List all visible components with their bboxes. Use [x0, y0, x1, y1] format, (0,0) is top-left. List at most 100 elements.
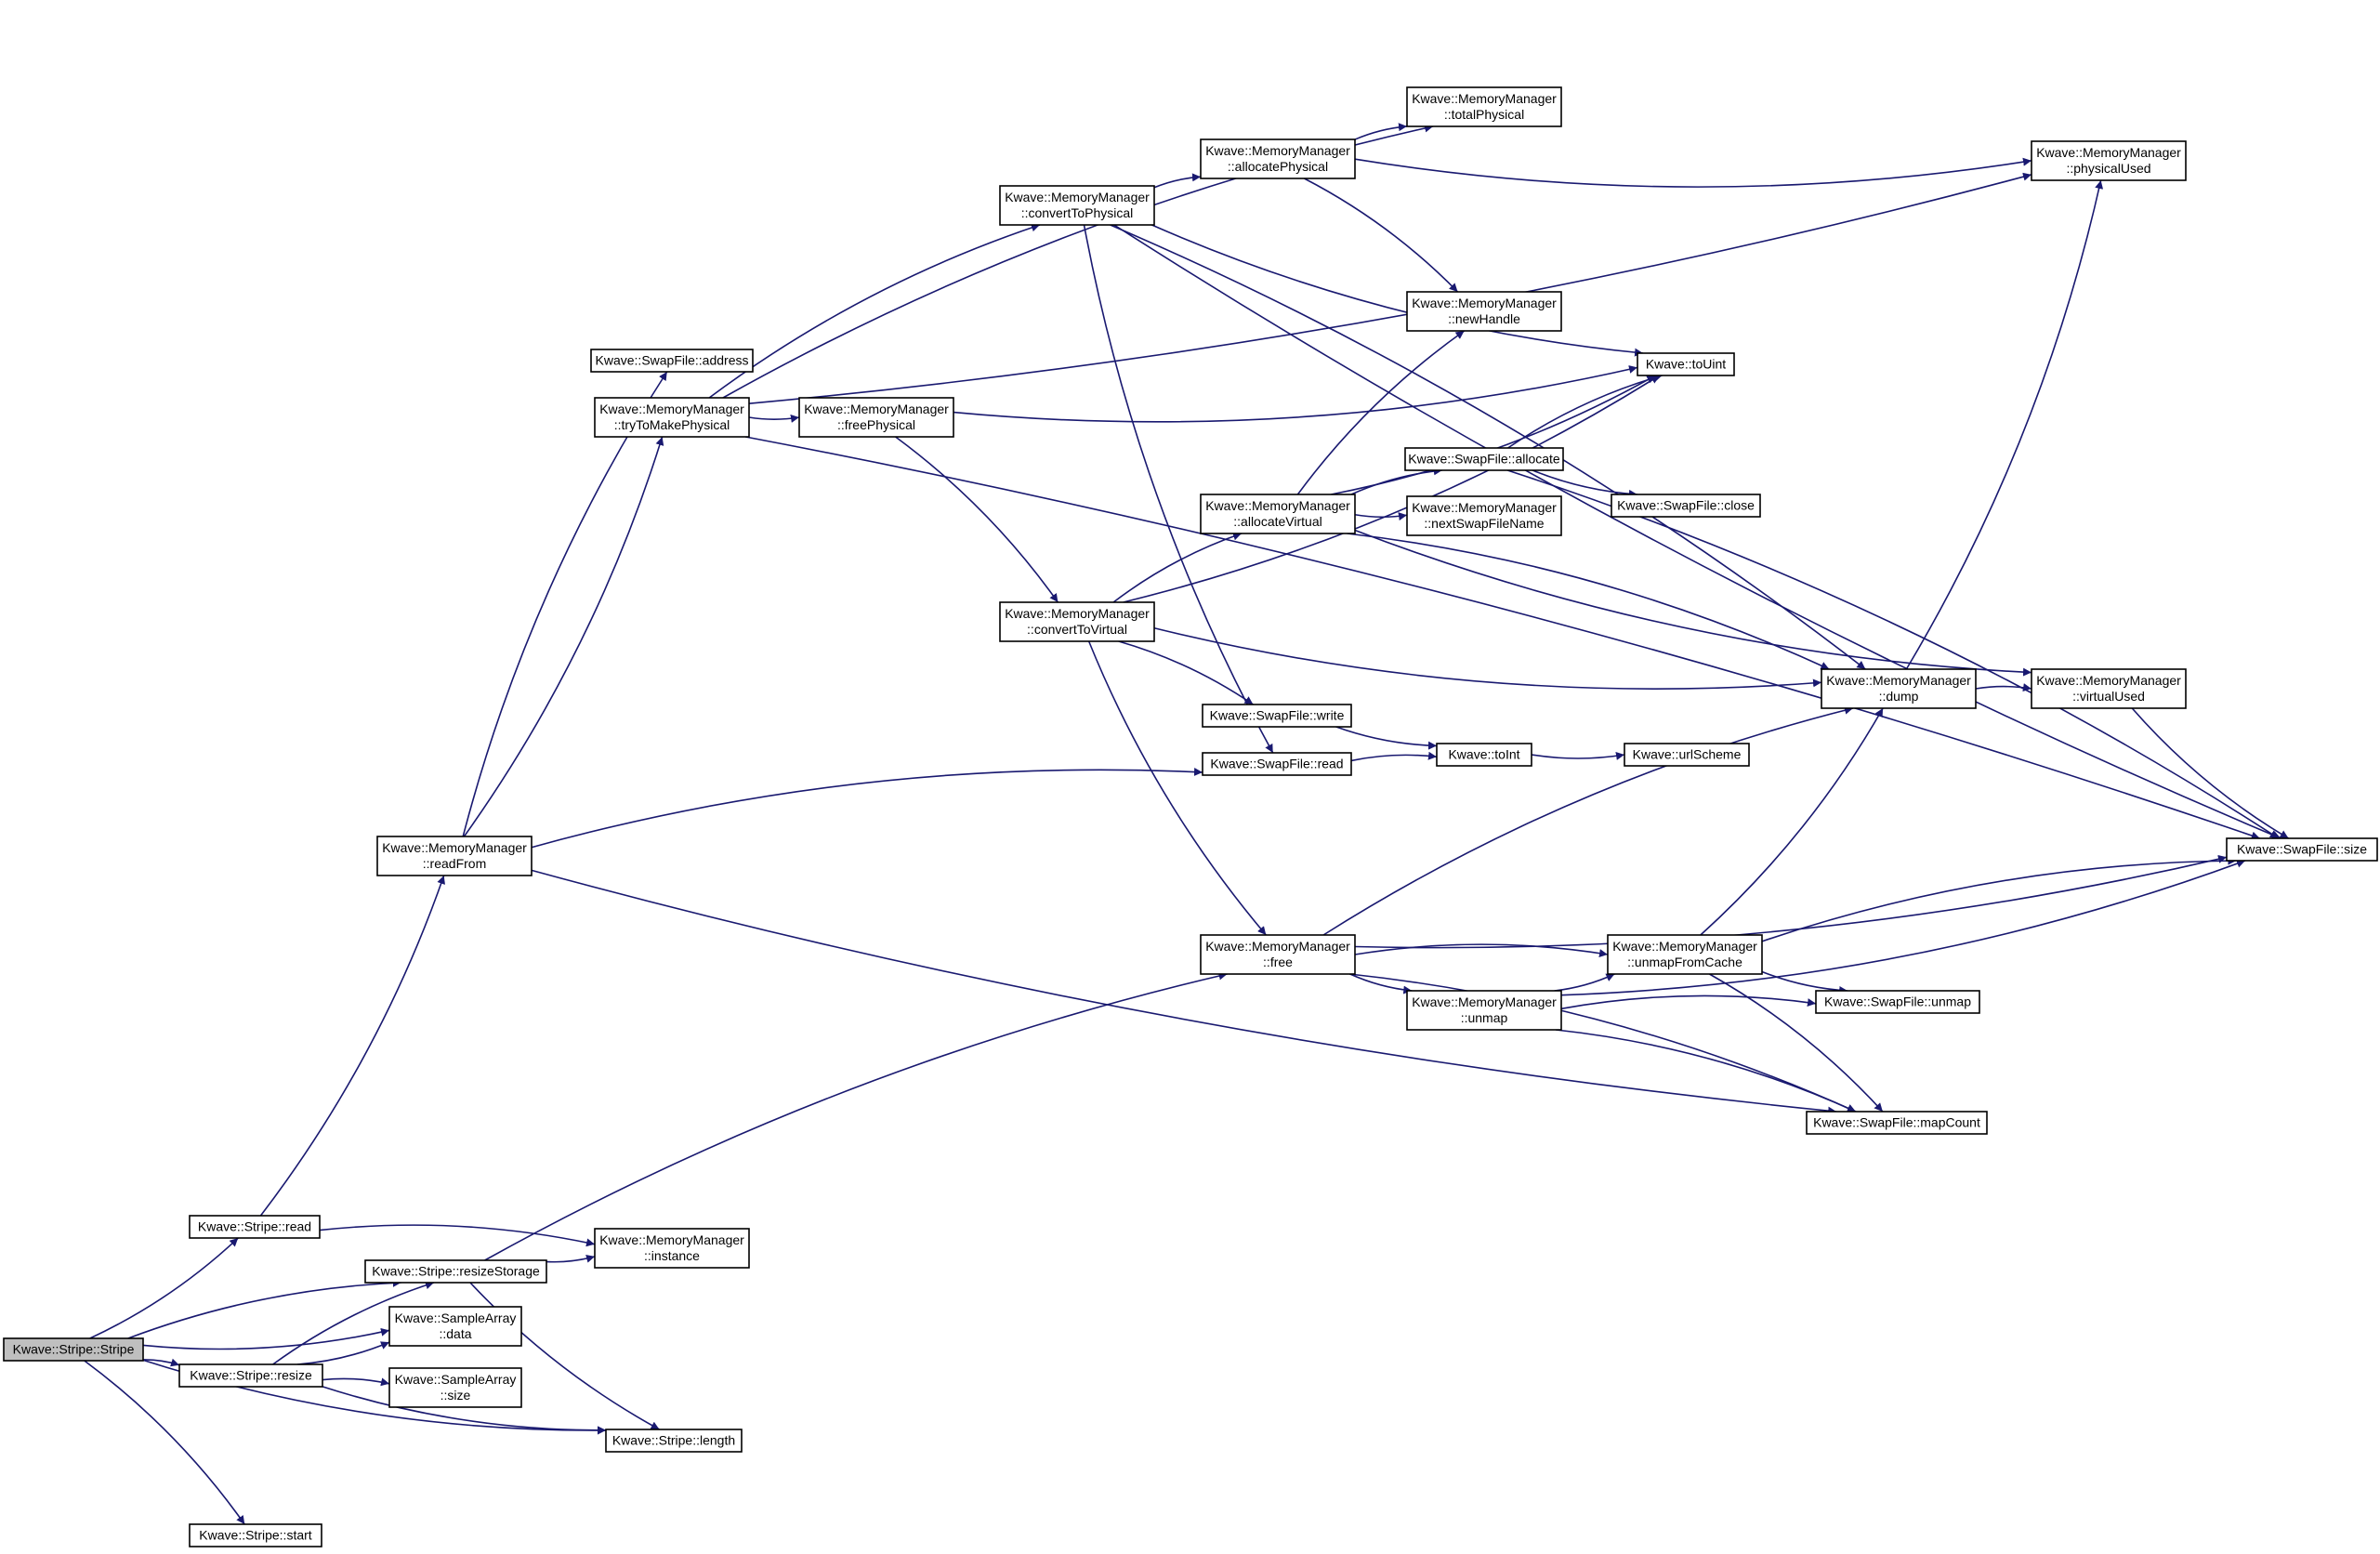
edge-line — [1507, 374, 1663, 449]
edge-line — [469, 1282, 660, 1430]
node-label: Kwave::SwapFile::mapCount — [1813, 1115, 1980, 1130]
node-box — [594, 397, 750, 438]
node-stripe_start[interactable]: Kwave::Stripe::start — [189, 1523, 322, 1547]
node-label: Kwave::SwapFile::allocate — [1408, 452, 1560, 467]
node-box — [999, 185, 1155, 226]
node-box — [1406, 990, 1562, 1031]
node-mm_free[interactable]: Kwave::MemoryManager::free — [1200, 934, 1356, 975]
node-sf_allocate[interactable]: Kwave::SwapFile::allocate — [1404, 447, 1564, 471]
node-label: Kwave::MemoryManager — [1205, 143, 1350, 158]
edge-line — [1118, 640, 1254, 705]
edge-mm_readfrom-to-sf_address — [462, 371, 668, 837]
node-mm_convvirt[interactable]: Kwave::MemoryManager::convertToVirtual — [999, 601, 1155, 642]
node-resize_storage[interactable]: Kwave::Stripe::resizeStorage — [364, 1259, 547, 1284]
edge-mm_unmapcache-to-sf_size — [1761, 856, 2237, 942]
edge-line — [142, 1327, 390, 1350]
node-label: Kwave::Stripe::length — [612, 1433, 735, 1448]
node-box — [1406, 86, 1562, 127]
edge-mm_allocvirt-to-mm_newhandle — [1296, 330, 1466, 495]
edge-mm_free-to-sf_mapcount — [1349, 973, 1857, 1113]
edge-mm_convvirt-to-to_uint — [1123, 375, 1661, 603]
edge-stripe_ctor-to-sa_data — [142, 1327, 390, 1350]
node-mm_convphys[interactable]: Kwave::MemoryManager::convertToPhysical — [999, 185, 1155, 226]
edge-mm_trytomake-to-mm_freephys — [748, 414, 800, 423]
node-mm_allocvirt[interactable]: Kwave::MemoryManager::allocateVirtual — [1200, 494, 1356, 534]
edge-line — [1083, 224, 1274, 754]
node-mm_dump[interactable]: Kwave::MemoryManager::dump — [1821, 668, 1977, 709]
edge-line — [1151, 224, 1644, 357]
node-label: ::allocateVirtual — [1233, 514, 1321, 529]
node-stripe_resize[interactable]: Kwave::Stripe::resize — [178, 1363, 323, 1388]
edge-stripe_resize-to-sa_size — [322, 1377, 390, 1387]
node-stripe_ctor[interactable]: Kwave::Stripe::Stripe — [3, 1337, 144, 1362]
node-label: Kwave::SwapFile::size — [2237, 842, 2367, 857]
node-mm_trytomake[interactable]: Kwave::MemoryManager::tryToMakePhysical — [594, 397, 750, 438]
edge-line — [462, 371, 668, 837]
node-box — [1406, 495, 1562, 536]
node-label: Kwave::MemoryManager — [599, 1232, 744, 1247]
edge-mm_free-to-sf_size — [1354, 854, 2228, 949]
node-mm_instance[interactable]: Kwave::MemoryManager::instance — [594, 1228, 750, 1269]
node-to_int[interactable]: Kwave::toInt — [1436, 743, 1532, 767]
node-mm_physused[interactable]: Kwave::MemoryManager::physicalUsed — [2031, 140, 2187, 181]
node-sf_address[interactable]: Kwave::SwapFile::address — [590, 349, 754, 373]
node-sa_size[interactable]: Kwave::SampleArray::size — [388, 1367, 522, 1408]
node-label: ::convertToVirtual — [1027, 622, 1127, 637]
edge-mm_convvirt-to-mm_free — [1087, 640, 1267, 936]
edge-line — [546, 1254, 596, 1263]
node-mm_allocphys[interactable]: Kwave::MemoryManager::allocatePhysical — [1200, 138, 1356, 179]
edge-mm_readfrom-to-sf_mapcount — [531, 869, 1837, 1115]
node-mm_nextswap[interactable]: Kwave::MemoryManager::nextSwapFileName — [1406, 495, 1562, 536]
node-box — [1821, 668, 1977, 709]
node-mm_virtused[interactable]: Kwave::MemoryManager::virtualUsed — [2031, 668, 2187, 709]
node-stripe_read[interactable]: Kwave::Stripe::read — [189, 1215, 321, 1239]
node-mm_freephys[interactable]: Kwave::MemoryManager::freePhysical — [798, 397, 954, 438]
edge-line — [142, 1358, 180, 1367]
node-mm_newhandle[interactable]: Kwave::MemoryManager::newHandle — [1406, 291, 1562, 332]
edge-mm_readfrom-to-mm_trytomake — [463, 436, 664, 837]
node-sa_data[interactable]: Kwave::SampleArray::data — [388, 1306, 522, 1347]
node-label: ::freePhysical — [837, 417, 915, 432]
edge-line — [1347, 533, 1830, 670]
node-mm_unmapcache[interactable]: Kwave::MemoryManager::unmapFromCache — [1607, 934, 1763, 975]
node-mm_totalphys[interactable]: Kwave::MemoryManager::totalPhysical — [1406, 86, 1562, 127]
edge-line — [1709, 973, 1884, 1113]
node-mm_readfrom[interactable]: Kwave::MemoryManager::readFrom — [376, 836, 533, 876]
node-box — [1200, 934, 1356, 975]
node-sf_size[interactable]: Kwave::SwapFile::size — [2226, 837, 2378, 862]
edge-sf_allocate-to-sf_size — [1506, 469, 2280, 839]
node-label: ::totalPhysical — [1444, 107, 1524, 122]
node-label: Kwave::MemoryManager — [2036, 145, 2181, 160]
node-label: Kwave::MemoryManager — [1005, 190, 1150, 204]
edge-line — [953, 365, 1638, 423]
edge-sf_read-to-to_int — [1350, 751, 1438, 762]
edge-line — [259, 875, 445, 1217]
edge-mm_unmap-to-mm_unmapcache — [1554, 973, 1615, 992]
node-sf_close[interactable]: Kwave::SwapFile::close — [1611, 494, 1761, 518]
edge-line — [1506, 469, 2280, 839]
node-sf_write[interactable]: Kwave::SwapFile::write — [1202, 704, 1352, 728]
edge-mm_dump-to-mm_physused — [1905, 179, 2104, 670]
edge-line — [322, 1386, 607, 1435]
edge-stripe_resize-to-sa_data — [296, 1341, 390, 1365]
node-box — [2031, 140, 2187, 181]
edge-stripe_ctor-to-stripe_read — [89, 1237, 239, 1339]
node-label: Kwave::MemoryManager — [1412, 296, 1557, 310]
edge-mm_convvirt-to-sf_write — [1118, 640, 1254, 705]
node-box — [605, 1429, 743, 1453]
edge-mm_freephys-to-to_uint — [953, 365, 1638, 423]
node-sf_unmap[interactable]: Kwave::SwapFile::unmap — [1815, 990, 1980, 1014]
node-stripe_length[interactable]: Kwave::Stripe::length — [605, 1429, 743, 1453]
node-to_uint[interactable]: Kwave::toUint — [1637, 352, 1735, 376]
node-mm_unmap[interactable]: Kwave::MemoryManager::unmap — [1406, 990, 1562, 1031]
node-url_scheme[interactable]: Kwave::urlScheme — [1624, 743, 1750, 767]
node-sf_read[interactable]: Kwave::SwapFile::read — [1202, 752, 1352, 776]
node-label: Kwave::Stripe::start — [199, 1528, 311, 1543]
edge-line — [1700, 707, 1884, 936]
edge-line — [1296, 330, 1466, 495]
edge-line — [531, 869, 1837, 1115]
edge-line — [1335, 726, 1438, 750]
node-sf_mapcount[interactable]: Kwave::SwapFile::mapCount — [1806, 1111, 1988, 1135]
edge-line — [748, 172, 2032, 404]
node-label: Kwave::Stripe::Stripe — [13, 1342, 135, 1357]
